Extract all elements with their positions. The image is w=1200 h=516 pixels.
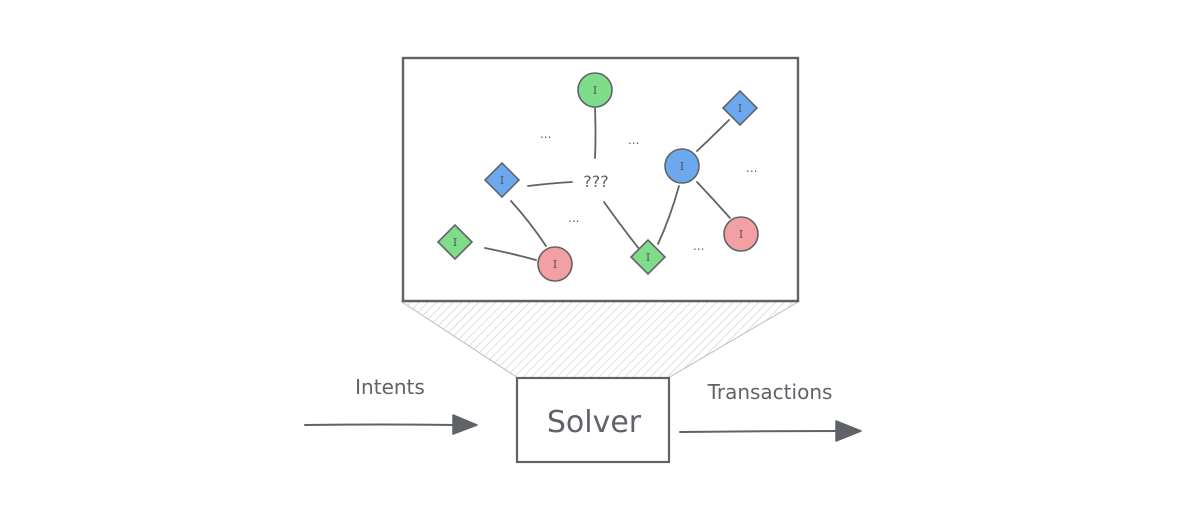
svg-text:I: I xyxy=(739,228,743,241)
intent-node-red-circle-left: I xyxy=(537,246,573,282)
svg-text:I: I xyxy=(500,174,504,187)
ellipsis-4: ... xyxy=(568,211,579,225)
svg-text:I: I xyxy=(553,258,557,271)
ellipsis-1: ... xyxy=(540,127,551,141)
solver-box xyxy=(515,376,671,464)
svg-text:I: I xyxy=(593,84,597,97)
svg-text:I: I xyxy=(738,102,742,115)
svg-text:I: I xyxy=(680,160,684,173)
edge-blue-diamond-to-unknown xyxy=(527,181,573,187)
edge-blue-circle-to-red-circle xyxy=(696,181,731,219)
unknown-link-label: ??? xyxy=(583,172,608,191)
graph-edges xyxy=(484,107,731,261)
graph-nodes: I I I I I I I xyxy=(436,72,759,282)
svg-text:I: I xyxy=(453,236,457,249)
ellipsis-2: ... xyxy=(628,133,639,147)
ellipsis-3: ... xyxy=(746,161,757,175)
intents-label: Intents xyxy=(355,375,425,399)
intent-node-blue-circle: I xyxy=(664,148,700,184)
edge-green-diamond-to-red-circle xyxy=(484,247,537,261)
ellipsis-5: ... xyxy=(693,239,704,253)
funnel-shading xyxy=(400,301,800,379)
graph-ellipses: ... ... ... ... ... xyxy=(540,127,757,253)
edge-blue-diamond-to-red-circle xyxy=(510,200,547,247)
edge-green-top-to-unknown xyxy=(594,107,597,159)
intents-arrow xyxy=(304,414,478,435)
solver-label: Solver xyxy=(547,405,642,440)
intent-node-red-circle-right: I xyxy=(723,216,759,252)
intent-node-blue-diamond-left: I xyxy=(483,161,521,199)
edge-green-diamond-to-blue-circle xyxy=(657,185,680,245)
edge-blue-circle-to-blue-diamond xyxy=(696,119,730,152)
edge-unknown-to-green-diamond xyxy=(603,201,641,251)
intent-node-green-circle: I xyxy=(577,72,613,108)
intent-node-blue-diamond-top: I xyxy=(721,89,759,127)
intent-node-green-diamond-middle: I xyxy=(629,238,667,276)
svg-text:I: I xyxy=(646,251,650,264)
intent-node-green-diamond-left: I xyxy=(436,223,474,261)
transactions-label: Transactions xyxy=(707,380,833,404)
transactions-arrow xyxy=(679,420,862,442)
